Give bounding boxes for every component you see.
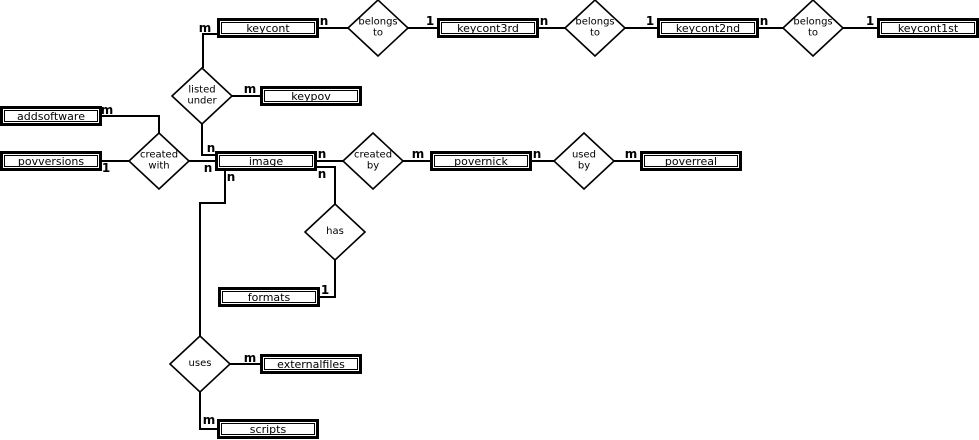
entity-poverreal-label: poverreal bbox=[644, 155, 738, 167]
relationship-created-by-diamond bbox=[341, 131, 405, 191]
relationship-belongs-to-2-diamond bbox=[563, 0, 627, 58]
entity-keypov-label: keypov bbox=[264, 90, 358, 102]
entity-keycont2nd-label: keycont2nd bbox=[661, 22, 755, 34]
connector-has--formats bbox=[320, 260, 336, 298]
entity-formats: formats bbox=[218, 287, 320, 307]
cardinality-created-by-povernick: m bbox=[411, 147, 425, 161]
connector-image--has bbox=[317, 166, 336, 204]
cardinality-keycont-belongs-to-1: n bbox=[319, 14, 329, 28]
entity-keycont: keycont bbox=[217, 18, 319, 38]
entity-addsoftware: addsoftware bbox=[0, 106, 102, 126]
connector-uses--scripts bbox=[199, 392, 217, 430]
cardinality-listed-under-image: n bbox=[206, 141, 216, 155]
entity-keycont2nd: keycont2nd bbox=[657, 18, 759, 38]
entity-scripts: scripts bbox=[217, 419, 319, 439]
cardinality-uses-externalfiles: m bbox=[243, 351, 257, 365]
relationship-has-diamond bbox=[303, 202, 367, 262]
cardinality-belongs-to-2-keycont2nd: 1 bbox=[645, 14, 655, 28]
entity-povversions: povversions bbox=[0, 151, 102, 171]
entity-keycont-label: keycont bbox=[221, 22, 315, 34]
cardinality-belongs-to-3-keycont1st: 1 bbox=[865, 14, 875, 28]
cardinality-listed-under-keypov: m bbox=[243, 82, 257, 96]
relationship-listed-under-diamond bbox=[170, 66, 234, 126]
entity-keycont3rd-label: keycont3rd bbox=[441, 22, 535, 34]
connector-keycont--listed-under bbox=[202, 33, 217, 68]
cardinality-created-with-image: n bbox=[203, 161, 213, 175]
cardinality-povversions-created-with: 1 bbox=[101, 161, 111, 175]
entity-keypov: keypov bbox=[260, 86, 362, 106]
cardinality-uses-scripts: m bbox=[202, 413, 216, 427]
entity-addsoftware-label: addsoftware bbox=[4, 110, 98, 122]
cardinality-image-uses: n bbox=[226, 170, 236, 184]
entity-keycont1st: keycont1st bbox=[877, 18, 979, 38]
connector-listed-under--image bbox=[201, 124, 215, 156]
relationship-belongs-to-3-diamond bbox=[781, 0, 845, 58]
entity-externalfiles: externalfiles bbox=[260, 354, 362, 374]
connector-image--uses bbox=[199, 171, 226, 336]
entity-povernick-label: povernick bbox=[434, 155, 528, 167]
cardinality-keycont3rd-belongs-to-2: n bbox=[539, 14, 549, 28]
relationship-created-with-diamond bbox=[127, 131, 191, 191]
cardinality-addsoftware-created-with: m bbox=[100, 103, 114, 117]
relationship-belongs-to-1-diamond bbox=[346, 0, 410, 58]
entity-keycont1st-label: keycont1st bbox=[881, 22, 975, 34]
cardinality-keycont-listed-under: m bbox=[198, 21, 212, 35]
entity-formats-label: formats bbox=[222, 291, 316, 303]
cardinality-image-created-by: n bbox=[317, 147, 327, 161]
cardinality-keycont2nd-belongs-to-3: n bbox=[759, 14, 769, 28]
entity-image: image bbox=[215, 151, 317, 171]
relationship-uses-diamond bbox=[168, 334, 232, 394]
relationship-used-by-diamond bbox=[552, 131, 616, 191]
entity-scripts-label: scripts bbox=[221, 423, 315, 435]
cardinality-povernick-used-by: n bbox=[532, 147, 542, 161]
connector-addsoftware--created-with bbox=[102, 115, 160, 133]
entity-externalfiles-label: externalfiles bbox=[264, 358, 358, 370]
entity-image-label: image bbox=[219, 155, 313, 167]
entity-keycont3rd: keycont3rd bbox=[437, 18, 539, 38]
cardinality-image-has: n bbox=[317, 167, 327, 181]
cardinality-belongs-to-1-keycont3rd: 1 bbox=[425, 14, 435, 28]
cardinality-used-by-poverreal: m bbox=[624, 147, 638, 161]
entity-povernick: povernick bbox=[430, 151, 532, 171]
cardinality-has-formats: 1 bbox=[320, 283, 330, 297]
entity-povversions-label: povversions bbox=[4, 155, 98, 167]
entity-poverreal: poverreal bbox=[640, 151, 742, 171]
